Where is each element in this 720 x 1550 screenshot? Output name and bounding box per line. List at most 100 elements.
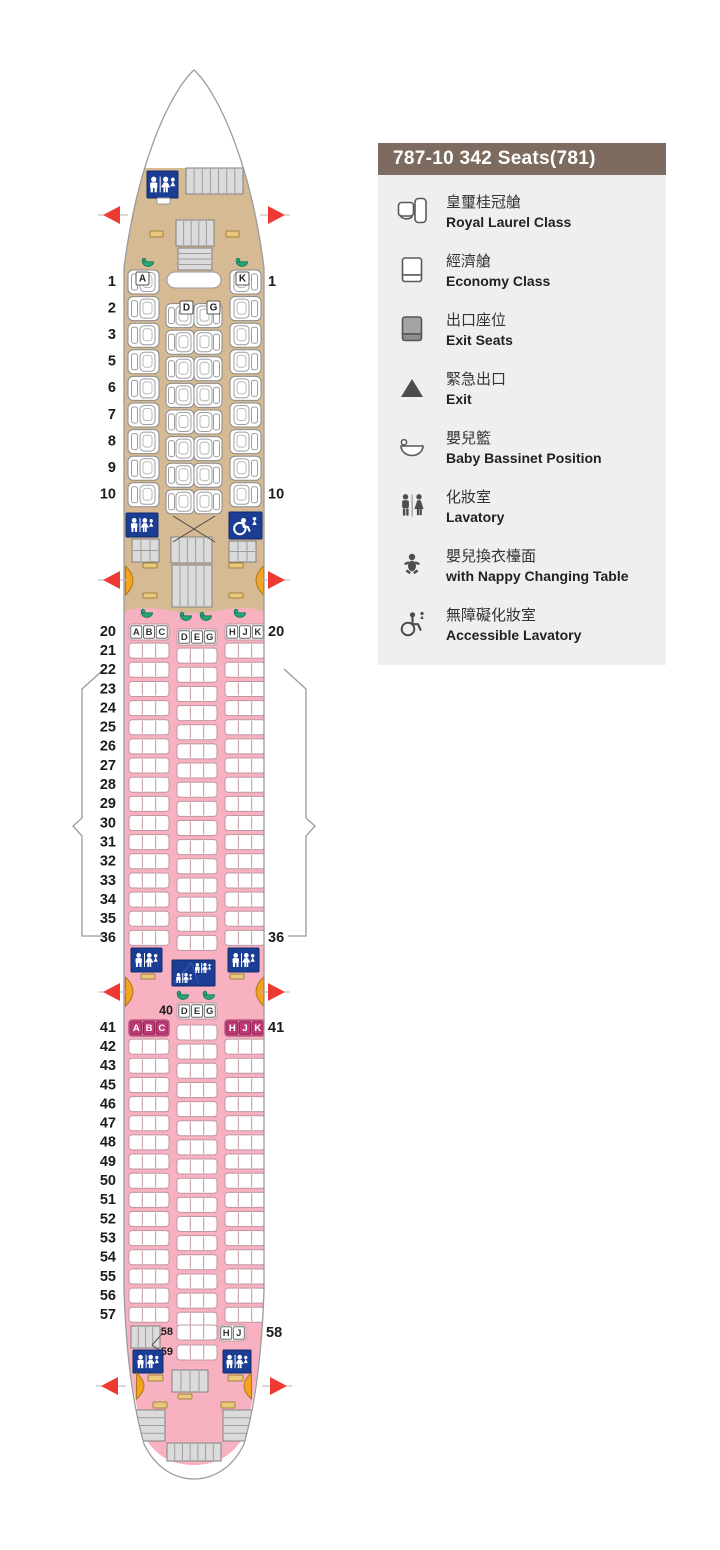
- row-label-left-9: 9: [108, 460, 116, 476]
- legend-item-accessible: 無障礙化妝室 Accessible Lavatory: [378, 594, 666, 653]
- economy-row-51: [128, 1191, 264, 1213]
- galley: [171, 564, 213, 608]
- seat-letter: A: [139, 274, 146, 285]
- row-label-left-28: 28: [100, 777, 116, 793]
- economy-row-56: [128, 1287, 264, 1309]
- economy-row-49: [128, 1153, 264, 1175]
- economy-seat-block: [128, 815, 170, 831]
- economy-seat-block: [176, 1292, 218, 1309]
- legend-panel: 787-10 342 Seats(781) 皇璽桂冠艙 Royal Laurel…: [378, 143, 666, 665]
- stowage-box: [142, 562, 158, 569]
- economy-seat-block: [176, 743, 218, 760]
- economy-seat-block: [128, 891, 170, 908]
- economy-seat-block: [128, 757, 170, 774]
- economy-row-47: [128, 1115, 264, 1137]
- exit-arrow-icon: [268, 983, 285, 1001]
- economy-seat-icon: [378, 255, 446, 285]
- economy-seat-block: [176, 839, 218, 856]
- economy-seat-block: [128, 929, 170, 946]
- seat-letter: K: [254, 627, 261, 638]
- row-label-left-30: 30: [100, 815, 116, 831]
- galley: [135, 1409, 166, 1442]
- row-label-left-24: 24: [100, 700, 116, 716]
- economy-seat-block: [176, 915, 218, 932]
- economy-seat-block: [176, 705, 218, 722]
- seat-letter: K: [254, 1023, 261, 1034]
- stowage-box: [152, 1401, 168, 1409]
- stowage-box: [227, 1374, 244, 1382]
- economy-seat-block: [224, 853, 264, 870]
- economy-row-53: [128, 1230, 264, 1252]
- economy-seat-block: [224, 795, 264, 812]
- legend-en: Exit: [446, 391, 472, 407]
- accessible-lavatory-icon: [378, 610, 446, 638]
- economy-seat-block: [128, 1230, 170, 1247]
- economy-row-36: [128, 929, 264, 951]
- economy-row-24: [128, 700, 264, 722]
- economy-row-28: [128, 776, 264, 798]
- galley: [222, 1409, 253, 1442]
- shelf: [156, 197, 171, 205]
- row-label-right-10: 10: [268, 487, 284, 503]
- door: [125, 975, 134, 1008]
- economy-seat-block: [224, 642, 264, 659]
- economy-seat-block: [176, 762, 218, 779]
- nappy-changing-icon: [378, 552, 446, 578]
- seat-letter: D: [181, 632, 188, 643]
- economy-seat-block: [176, 1081, 218, 1098]
- exit-seat-icon: [378, 314, 446, 344]
- business-row-8: [127, 429, 262, 462]
- legend-items: 皇璽桂冠艙 Royal Laurel Class 經濟艙 Economy Cla…: [378, 175, 666, 653]
- legend-zh: 化妝室: [446, 489, 492, 506]
- economy-seat-block: [176, 877, 218, 894]
- lavatory-icon: [378, 492, 446, 520]
- exit-arrow-icon: [268, 571, 285, 589]
- row-label-left-52: 52: [100, 1211, 116, 1227]
- economy-seat-block: [176, 647, 218, 664]
- row-label-left-51: 51: [100, 1192, 116, 1208]
- row-label-40: 40: [159, 1003, 173, 1017]
- accessible-lavatory-icon: [228, 511, 263, 540]
- economy-seat-block: [224, 1191, 264, 1208]
- economy-seat-block: [224, 1230, 264, 1247]
- economy-seat-block: [176, 1120, 218, 1137]
- exit-arrow-icon: [103, 571, 120, 589]
- economy-seat-block: [224, 929, 264, 946]
- legend-zh: 皇璽桂冠艙: [446, 194, 522, 211]
- economy-seat-block: [224, 1172, 264, 1189]
- row-label-left-35: 35: [100, 911, 116, 927]
- economy-seat-block: [176, 685, 218, 702]
- business-row-9: [127, 455, 262, 488]
- bassinet-icon: [140, 608, 153, 618]
- economy-seat-block: [176, 1158, 218, 1175]
- row-label-left-22: 22: [100, 662, 116, 678]
- row-label-left-57: 57: [100, 1307, 116, 1323]
- business-row-5: [127, 349, 262, 382]
- lavatory-icon: [132, 1349, 164, 1374]
- economy-seat-block: [176, 781, 218, 798]
- legend-zh: 經濟艙: [446, 253, 492, 270]
- legend-item-royal-laurel: 皇璽桂冠艙 Royal Laurel Class: [378, 181, 666, 240]
- economy-seat-block: [176, 1062, 218, 1079]
- row-label-left-1: 1: [108, 274, 116, 290]
- legend-item-economy: 經濟艙 Economy Class: [378, 240, 666, 299]
- row-label-left-45: 45: [100, 1077, 116, 1093]
- exit-arrow-icon: [103, 983, 120, 1001]
- row-label-left-27: 27: [100, 758, 116, 774]
- seat-letter: G: [206, 1006, 213, 1017]
- stowage-box: [140, 973, 156, 980]
- galley: [185, 167, 244, 195]
- economy-seat-block: [128, 719, 170, 736]
- row1-console: [166, 271, 222, 289]
- row-label-left-7: 7: [108, 407, 116, 423]
- galley: [175, 219, 215, 247]
- row-label-left-29: 29: [100, 796, 116, 812]
- row-label-right-1: 1: [268, 274, 276, 290]
- fuselage-outline: [123, 69, 265, 1480]
- door: [136, 1371, 145, 1401]
- stowage-box: [228, 592, 244, 599]
- row-label-left-50: 50: [100, 1173, 116, 1189]
- economy-seat-block: [128, 1076, 170, 1093]
- row-label-right-58: 58: [266, 1325, 282, 1341]
